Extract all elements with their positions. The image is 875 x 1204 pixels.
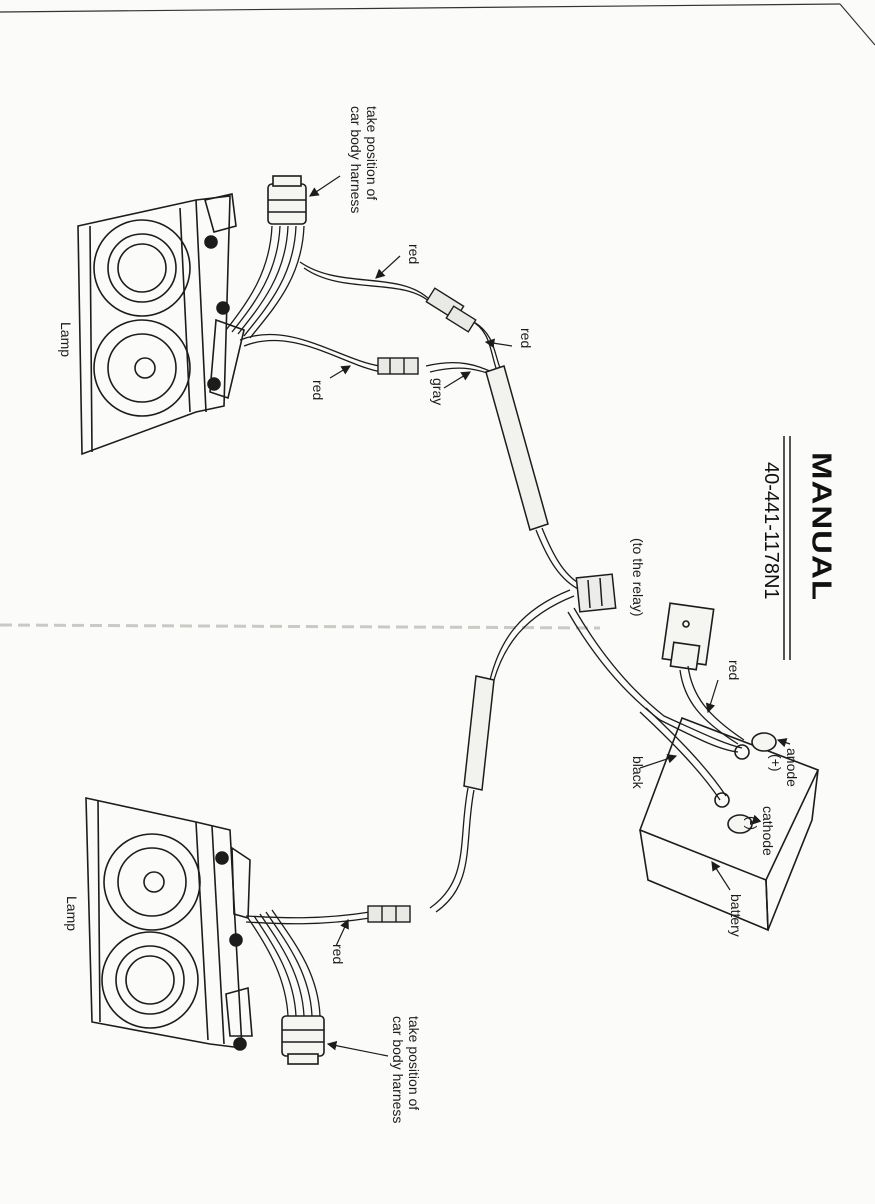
lamp-bottom-label: Lamp	[64, 896, 80, 932]
sleeve-top	[485, 365, 549, 531]
anode-label: anode	[784, 748, 800, 787]
wire-bundle-bottom	[247, 909, 321, 1017]
harness-bottom-label-line2: car body harness	[390, 1016, 406, 1124]
harness-top-label-line2: car body harness	[348, 106, 364, 214]
battery-label: battery	[728, 894, 744, 937]
lamp-top	[77, 193, 245, 456]
wires-battery	[489, 589, 745, 801]
relay-plug	[575, 573, 617, 613]
relay	[661, 602, 715, 671]
harness-connector-top	[267, 175, 307, 225]
title-rules	[783, 436, 791, 660]
to-relay-label: (to the relay)	[630, 538, 646, 617]
harness-top-label-line1: take position of	[364, 106, 380, 201]
black-wire-label: black	[630, 756, 646, 789]
red-wire-label-top-left: red	[310, 380, 326, 401]
cathode-sign-label: (-)	[744, 816, 760, 830]
harness-connector-bottom	[281, 1015, 325, 1065]
gray-wire-label-top: gray	[430, 378, 446, 406]
lamp-top-label: Lamp	[58, 322, 74, 358]
wire-bundle-top	[225, 225, 305, 339]
lamp-bottom	[85, 797, 253, 1051]
wires-bottom	[245, 787, 475, 925]
page-edges	[0, 3, 875, 630]
connector-bottom	[367, 905, 411, 923]
wires-top	[239, 261, 501, 377]
anode-sign-label: (+)	[768, 754, 784, 772]
red-wire-label-top-upper: red	[406, 244, 422, 265]
red-wire-label-relay: red	[726, 660, 742, 681]
cathode-label: cathode	[760, 806, 776, 856]
connectors-top	[377, 287, 477, 375]
red-wire-label-bottom: red	[330, 944, 346, 965]
manual-title: MANUAL	[806, 452, 838, 601]
red-wire-label-top-right: red	[518, 328, 534, 349]
callout-arrows	[309, 175, 791, 1057]
model-code: 40-441-1178N1	[760, 462, 782, 600]
battery	[638, 716, 820, 932]
harness-bottom-label-line1: take position of	[406, 1016, 422, 1111]
sleeve-bottom	[463, 675, 495, 791]
